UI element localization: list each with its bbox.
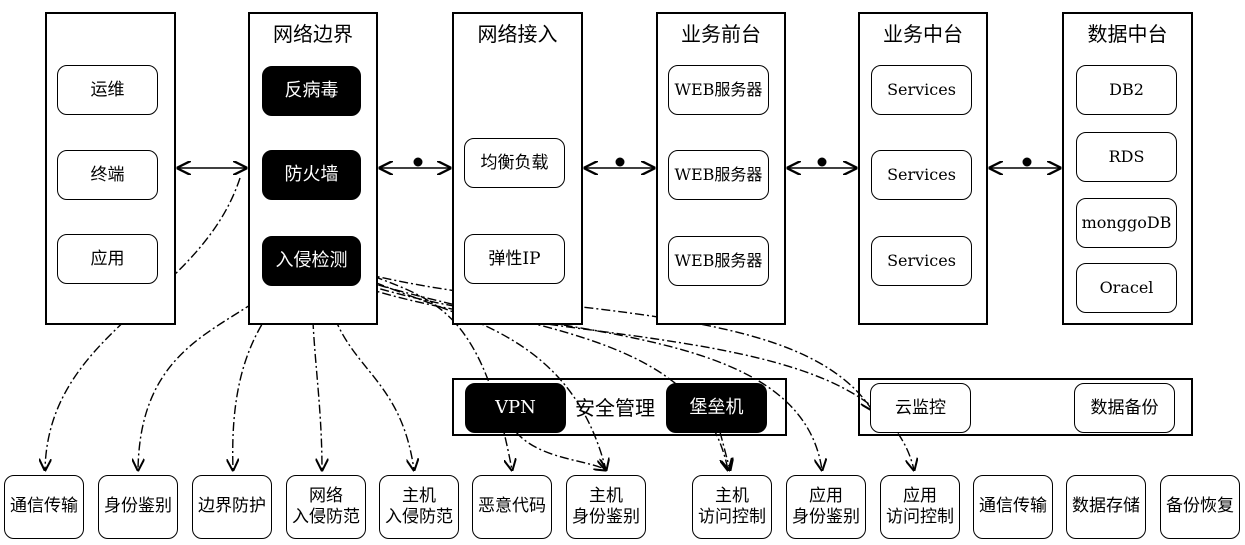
services-box-2[interactable]: Services [871, 150, 972, 200]
cloud-ops-panel [858, 378, 1193, 436]
web-server-box-3[interactable]: WEB服务器 [668, 236, 769, 286]
link-dot [615, 157, 625, 167]
vpn-to-host-identity [515, 431, 606, 470]
services-box-3[interactable]: Services [871, 236, 972, 286]
control-host-access[interactable]: 主机 访问控制 [692, 475, 772, 539]
ids-to-host-identity [359, 275, 606, 470]
control-host-intrusion[interactable]: 主机 入侵防范 [379, 475, 459, 539]
ids-to-host-intrusion [325, 285, 414, 470]
cloud-monitor-box[interactable]: 云监控 [870, 383, 971, 433]
services-box-1[interactable]: Services [871, 65, 972, 115]
firewall-box[interactable]: 防火墙 [262, 150, 361, 200]
link-dot [817, 157, 827, 167]
ids-to-identity [138, 281, 281, 470]
front-column-title: 业务前台 [681, 22, 761, 46]
link-dot [1022, 157, 1032, 167]
control-network-intrusion[interactable]: 网络 入侵防范 [286, 475, 366, 539]
bastion-to-host-access [719, 431, 730, 470]
control-comm-transport[interactable]: 通信传输 [4, 475, 84, 539]
link-dot [413, 157, 423, 167]
client-item-app[interactable]: 应用 [57, 234, 158, 284]
control-comm-transport-2[interactable]: 通信传输 [973, 475, 1053, 539]
control-app-identity[interactable]: 应用 身份鉴别 [786, 475, 866, 539]
web-server-box-2[interactable]: WEB服务器 [668, 150, 769, 200]
oracle-box[interactable]: Oracel [1076, 263, 1177, 313]
vpn-box[interactable]: VPN [465, 383, 566, 433]
web-server-box-1[interactable]: WEB服务器 [668, 65, 769, 115]
access-column-title: 网络接入 [477, 22, 558, 46]
db2-box[interactable]: DB2 [1076, 65, 1177, 115]
client-item-terminal[interactable]: 终端 [57, 150, 158, 200]
control-malicious-code[interactable]: 恶意代码 [472, 475, 552, 539]
middle-column-title: 业务中台 [883, 22, 963, 46]
intrusion-detection-box[interactable]: 入侵检测 [262, 236, 361, 286]
control-data-storage[interactable]: 数据存储 [1066, 475, 1146, 539]
control-app-access[interactable]: 应用 访问控制 [880, 475, 960, 539]
data-backup-box[interactable]: 数据备份 [1074, 383, 1175, 433]
control-identity-auth[interactable]: 身份鉴别 [98, 475, 178, 539]
load-balancer-box[interactable]: 均衡负载 [464, 138, 565, 188]
antivirus-box[interactable]: 反病毒 [262, 66, 361, 116]
data-column-title: 数据中台 [1087, 22, 1168, 46]
mongodb-box[interactable]: monggoDB [1076, 198, 1177, 248]
control-host-identity[interactable]: 主机 身份鉴别 [566, 475, 646, 539]
border-column-title: 网络边界 [273, 22, 353, 46]
elastic-ip-box[interactable]: 弹性IP [464, 234, 565, 284]
control-backup-recovery[interactable]: 备份恢复 [1160, 475, 1240, 539]
rds-box[interactable]: RDS [1076, 132, 1177, 182]
bastion-host-box[interactable]: 堡垒机 [666, 383, 767, 433]
security-management-label: 安全管理 [575, 396, 655, 420]
ids-to-app-identity [363, 283, 822, 470]
control-boundary-protection[interactable]: 边界防护 [192, 475, 272, 539]
security-management-panel [452, 378, 787, 436]
ids-to-comm [45, 177, 241, 470]
client-item-ops[interactable]: 运维 [57, 65, 158, 115]
